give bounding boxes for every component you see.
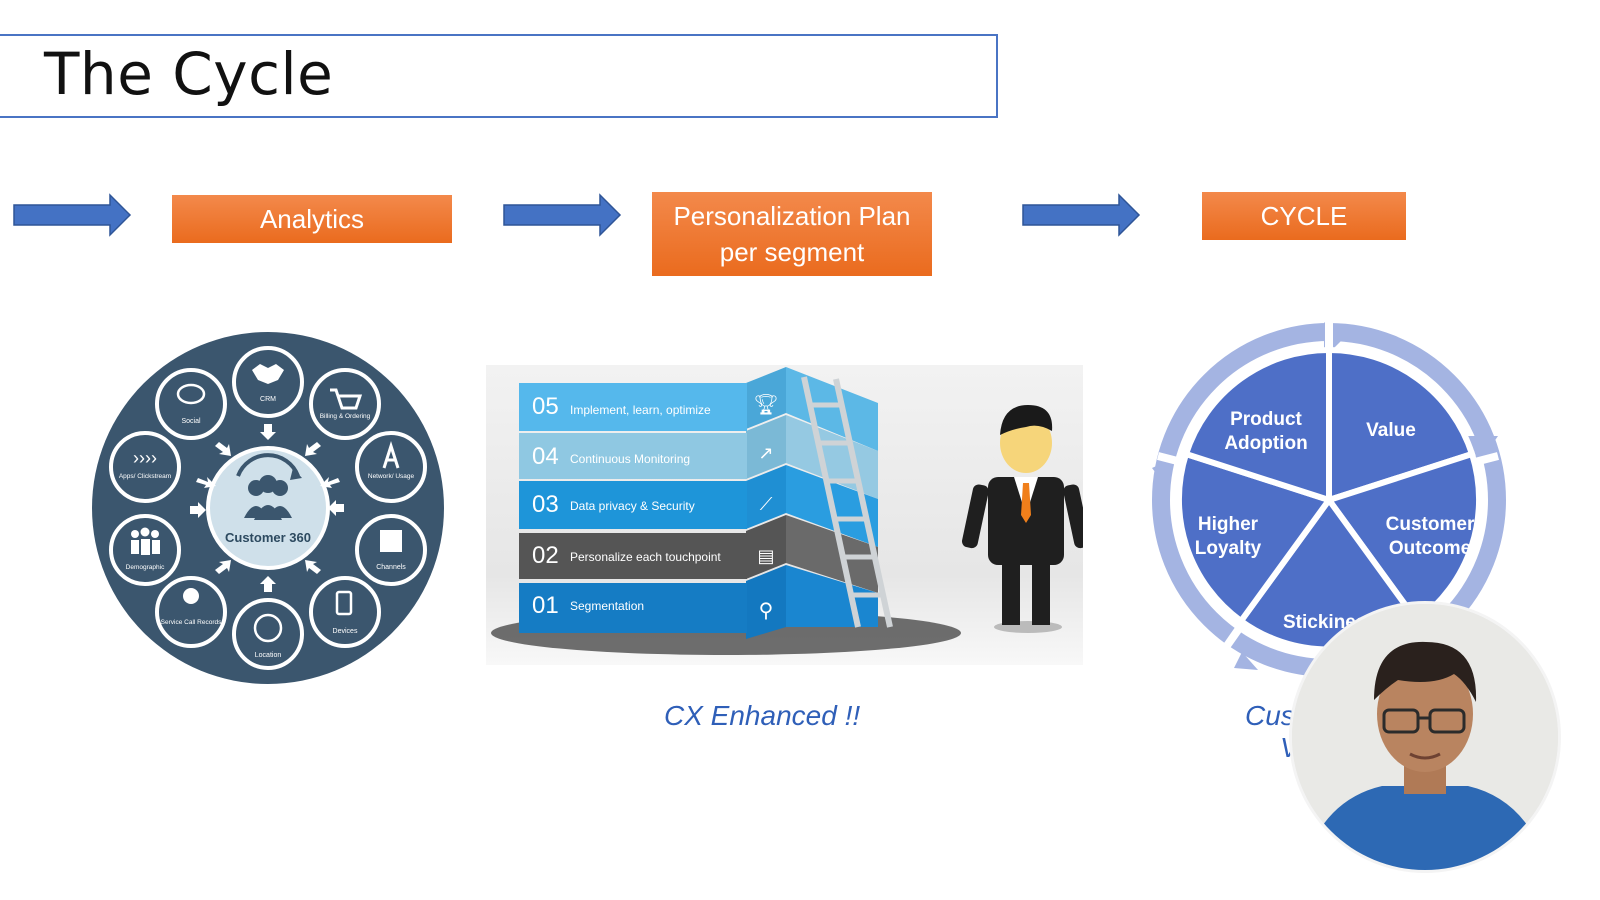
channels-node: Channels	[355, 514, 427, 586]
step-bar-02	[519, 533, 747, 579]
growth-chart-icon: ↗	[758, 443, 773, 463]
personalization-plan-box: Personalization Plan per segment	[652, 192, 932, 276]
title-frame	[0, 34, 998, 118]
trophy-icon: 🏆︎	[753, 394, 778, 416]
apps-node: ›››› Apps/ Clickstream	[109, 431, 181, 503]
businessman-figure	[961, 405, 1083, 633]
antenna-icon	[382, 441, 400, 469]
network-node: Network/ Usage	[355, 431, 427, 503]
step-bar-01	[519, 583, 747, 633]
social-node: Social	[155, 368, 227, 440]
service-call-label: Service Call Records	[161, 619, 222, 626]
personalization-label-line2: per segment	[719, 237, 865, 267]
page-title: The Cycle	[44, 40, 334, 108]
flow-arrow-2	[503, 193, 622, 237]
location-node: Location	[232, 598, 304, 670]
magnifier-icon: ⚲	[759, 600, 774, 622]
personalization-steps-panel: 🏆︎ ↗ ⟋ ▤ ⚲ 05 Implement, learn, optimize…	[486, 365, 1083, 665]
handshake-icon	[252, 364, 284, 384]
step-04-number: 04	[532, 443, 559, 470]
cycle-customer-outcome-label-2: Outcome	[1389, 538, 1471, 559]
devices-label: Devices	[333, 628, 358, 635]
step-01-number: 01	[532, 592, 559, 619]
analytics-label: Analytics	[259, 204, 365, 234]
inward-arrows	[190, 424, 344, 592]
phone-icon	[335, 590, 353, 616]
personalization-label-line1: Personalization Plan	[673, 201, 911, 231]
cx-enhanced-caption: CX Enhanced !!	[664, 700, 861, 731]
apps-label: Apps/ Clickstream	[119, 473, 171, 480]
cycle-value-label: Value	[1366, 420, 1416, 441]
presenter-avatar	[1292, 604, 1558, 870]
step-bar-03	[519, 481, 747, 529]
crm-label: CRM	[260, 396, 276, 403]
step-05-number: 05	[532, 393, 559, 420]
cycle-segment-product-adoption	[1182, 346, 1332, 505]
cart-icon	[330, 388, 363, 410]
step-bar-05	[519, 383, 747, 431]
line-chart-icon: ⟋	[760, 494, 773, 514]
step-05-label: Implement, learn, optimize	[570, 403, 711, 417]
chat-bubble-icon	[176, 383, 206, 405]
channels-label: Channels	[376, 564, 406, 571]
presenter-webcam	[1292, 604, 1558, 870]
demographic-node: Demographic	[109, 514, 181, 586]
customer-360-wheel: Customer 360 CRM Billing & Ordering Netw…	[92, 332, 444, 684]
location-label: Location	[255, 652, 282, 659]
people-icon	[131, 527, 160, 555]
flow-arrow-3	[1022, 193, 1141, 237]
step-01-label: Segmentation	[570, 599, 645, 613]
building-icon	[380, 530, 402, 552]
step-04-label: Continuous Monitoring	[570, 452, 691, 466]
cycle-product-adoption-label-2: Adoption	[1224, 433, 1307, 454]
crm-node: CRM	[232, 346, 304, 418]
analytics-box: Analytics	[172, 195, 452, 243]
cycle-product-adoption-label: Product	[1230, 409, 1302, 430]
demographic-label: Demographic	[126, 564, 165, 571]
devices-node: Devices	[309, 576, 381, 648]
globe-icon	[253, 613, 283, 643]
customers-group-icon	[236, 453, 302, 520]
step-bar-04	[519, 433, 747, 479]
flow-arrow-1	[13, 193, 132, 237]
cycle-higher-loyalty-label-2: Loyalty	[1195, 538, 1262, 559]
presenter-icon: ▤	[757, 546, 774, 566]
step-02-label: Personalize each touchpoint	[570, 550, 721, 564]
cycle-higher-loyalty-label: Higher	[1198, 514, 1259, 535]
step-03-number: 03	[532, 491, 559, 518]
billing-node: Billing & Ordering	[309, 368, 381, 440]
service-call-node: Service Call Records	[155, 576, 227, 648]
billing-label: Billing & Ordering	[320, 413, 371, 420]
cycle-box: CYCLE	[1202, 192, 1406, 240]
social-label: Social	[181, 418, 201, 425]
headset-icon	[183, 588, 199, 604]
cycle-segment-higher-loyalty	[1175, 450, 1334, 626]
step-02-number: 02	[532, 542, 559, 569]
network-label: Network/ Usage	[368, 473, 415, 480]
cycle-customer-outcome-label: Customer	[1386, 514, 1475, 535]
chevrons-icon: ››››	[133, 448, 157, 468]
step-03-label: Data privacy & Security	[570, 499, 695, 513]
customer-360-label: Customer 360	[225, 530, 311, 545]
cycle-label: CYCLE	[1260, 201, 1348, 231]
